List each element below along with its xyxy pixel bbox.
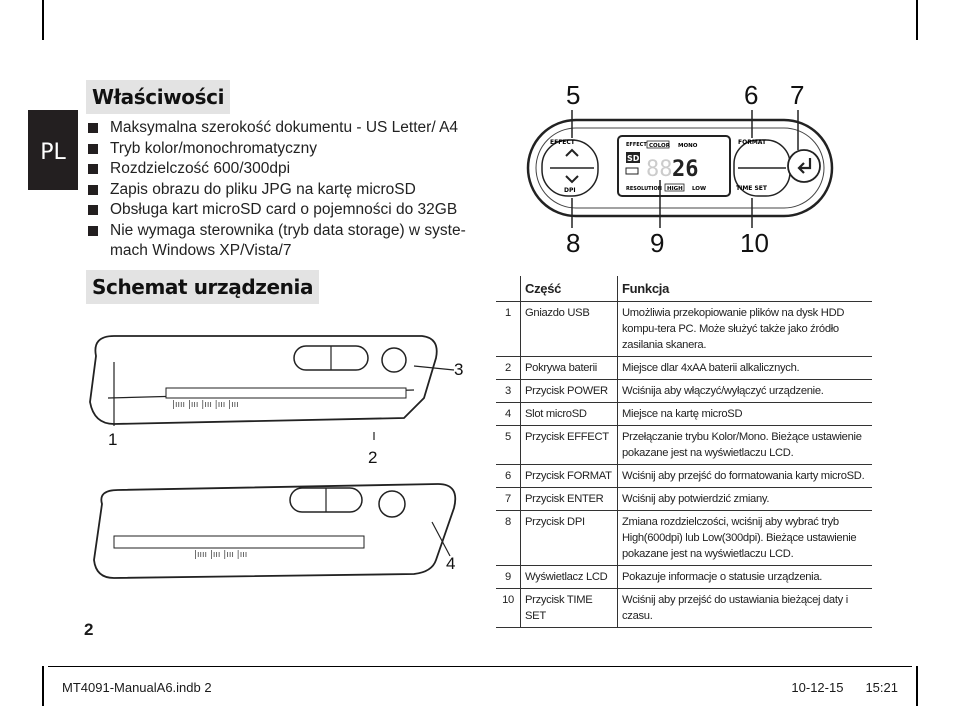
row-num: 6 (496, 464, 521, 488)
row-num: 9 (496, 565, 521, 589)
lcd-effect: EFFECT (626, 142, 647, 148)
row-num: 3 (496, 379, 521, 403)
row-function: Wciśnij aby potwierdzić zmiany. (617, 487, 872, 511)
panel-label-10: 10 (740, 228, 769, 258)
svg-text:88: 88 (646, 157, 673, 182)
row-num: 5 (496, 425, 521, 465)
list-item: Tryb kolor/monochromatyczny (88, 139, 488, 160)
row-num: 4 (496, 402, 521, 426)
lcd-color: COLOR (649, 143, 671, 149)
row-function: Zmiana rozdzielczości, wciśnij aby wybra… (617, 510, 872, 566)
svg-text:|ıııı |ııı |ııı |ııı: |ıııı |ııı |ııı |ııı (194, 550, 247, 560)
lcd-low: LOW (692, 186, 706, 192)
crop-mark (916, 0, 918, 40)
row-part: Przycisk DPI (520, 510, 618, 566)
crop-mark (916, 666, 918, 706)
callout-4: 4 (446, 554, 456, 573)
row-part: Przycisk FORMAT (520, 464, 618, 488)
row-part: Wyświetlacz LCD (520, 565, 618, 589)
callout-3: 3 (454, 360, 464, 379)
dpi-label: DPI (564, 187, 576, 194)
lcd-high: HIGH (667, 186, 683, 192)
row-function: Przełączanie trybu Kolor/Mono. Bieżące u… (617, 425, 872, 465)
row-function: Wciśnij aby przejść do formatowania kart… (617, 464, 872, 488)
features-list: Maksymalna szerokość dokumentu - US Lett… (88, 118, 488, 262)
row-function: Miejsce dlar 4xAA baterii alkalicznych. (617, 356, 872, 380)
row-part: Gniazdo USB (520, 301, 618, 357)
row-num: 8 (496, 510, 521, 566)
scheme-heading: Schemat urządzenia (86, 270, 320, 304)
row-function: Wciśnija aby włączyć/wyłączyć urządzenie… (617, 379, 872, 403)
row-function: Wciśnij aby przejść do ustawiania bieżąc… (617, 588, 872, 628)
list-item: Zapis obrazu do pliku JPG na kartę micro… (88, 180, 488, 201)
time-set-label: TIME SET (736, 185, 768, 192)
header-function: Funkcja (617, 276, 872, 302)
panel-label-7: 7 (790, 80, 805, 110)
effect-label: EFFECT (550, 139, 576, 146)
footer-date: 10-12-15 (791, 680, 844, 695)
panel-label-6: 6 (744, 80, 759, 110)
features-heading: Właściwości (86, 80, 231, 114)
scanner-top-diagram: |ıııı |ııı |ııı |ııı |ııı (89, 335, 455, 440)
panel-label-9: 9 (650, 228, 665, 258)
footer-time: 15:21 (865, 680, 898, 695)
callout-1: 1 (108, 430, 118, 449)
list-item: Obsługa kart microSD card o pojemności d… (88, 200, 488, 221)
row-part: Przycisk EFFECT (520, 425, 618, 465)
row-num: 1 (496, 301, 521, 357)
control-panel-diagram: EFFECT DPI EFFECT COLOR MONO SD 88 26 RE… (526, 110, 834, 228)
lcd-digits: 26 (672, 157, 699, 182)
lcd-resolution: RESOLUTION (626, 186, 662, 192)
format-label: FORMAT (738, 139, 767, 146)
panel-label-8: 8 (566, 228, 581, 258)
footer-timestamp: 10-12-15 15:21 (769, 680, 898, 695)
row-num: 2 (496, 356, 521, 380)
page-number: 2 (84, 620, 94, 639)
row-num: 10 (496, 588, 521, 628)
row-function: Umożliwia przekopiowanie plików na dysk … (617, 301, 872, 357)
list-item: Nie wymaga sterownika (tryb data storage… (88, 221, 488, 262)
list-item: Rozdzielczość 600/300dpi (88, 159, 488, 180)
footer-file: MT4091-ManualA6.indb 2 (62, 680, 212, 695)
svg-text:|ıııı |ııı |ııı |ııı |ı: |ıııı |ııı |ııı |ııı |ııı (172, 400, 239, 410)
callout-2: 2 (368, 448, 378, 467)
row-num: 7 (496, 487, 521, 511)
list-item: Maksymalna szerokość dokumentu - US Lett… (88, 118, 488, 139)
crop-mark (42, 666, 44, 706)
row-function: Miejsce na kartę microSD (617, 402, 872, 426)
row-part: Przycisk POWER (520, 379, 618, 403)
footer-rule (48, 666, 912, 667)
language-tab: PL (28, 110, 78, 190)
row-part: Pokrywa baterii (520, 356, 618, 380)
lcd-mono: MONO (678, 143, 698, 149)
header-num (496, 276, 521, 302)
row-part: Przycisk TIME SET (520, 588, 618, 628)
row-function: Pokazuje informacje o statusie urządzeni… (617, 565, 872, 589)
lcd-sd: SD (627, 154, 640, 163)
header-part: Część (520, 276, 618, 302)
row-part: Przycisk ENTER (520, 487, 618, 511)
scanner-bottom-diagram: |ıııı |ııı |ııı |ııı (93, 483, 457, 579)
row-part: Slot microSD (520, 402, 618, 426)
crop-mark (42, 0, 44, 40)
table-header-row: Część Funkcja (496, 276, 872, 302)
panel-label-5: 5 (566, 80, 581, 110)
